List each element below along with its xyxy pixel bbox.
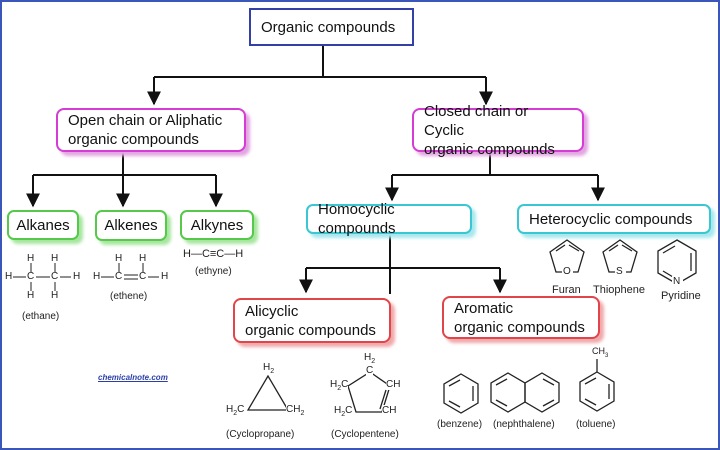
ethane-structure: H H H C C H H H	[5, 253, 85, 305]
thiophene-ring	[602, 239, 638, 278]
thiophene-caption: Thiophene	[593, 284, 645, 296]
cyclopentene-h2c-bottom: H2C	[334, 405, 353, 418]
ethene-h: H	[93, 271, 101, 282]
pyridine-structure: N	[652, 237, 702, 289]
open-chain-label: Open chain or Aliphatic organic compound…	[68, 112, 223, 148]
homocyclic-label: Homocyclic compounds	[318, 201, 396, 237]
cyclopropane-ring	[246, 374, 290, 411]
cyclopropane-ch2-top: H2	[263, 362, 274, 375]
homocyclic-node: Homocyclic compounds	[306, 201, 472, 237]
ethane-h: H	[51, 290, 59, 301]
naphthalene-structure	[490, 372, 560, 413]
ethane-h: H	[5, 271, 13, 282]
subscript: 2	[371, 358, 376, 365]
ethyne-formula: H—C≡C—H	[183, 248, 244, 260]
pyridine-nitrogen: N	[673, 276, 681, 287]
ethene-h: H	[161, 271, 169, 282]
ethane-c: C	[27, 271, 35, 282]
toluene-caption: (toluene)	[576, 419, 616, 430]
subscript: 2	[233, 410, 238, 417]
subscript: 2	[337, 385, 342, 392]
ethene-c: C	[139, 271, 147, 282]
alkynes-node: Alkynes	[180, 210, 254, 240]
naphthalene-caption: (nephthalene)	[493, 419, 555, 430]
cyclopropane-caption: (Cyclopropane)	[226, 429, 295, 440]
ethane-h: H	[27, 253, 35, 264]
ethane-h: H	[27, 290, 35, 301]
aromatic-node: Aromatic organic compounds	[442, 296, 600, 339]
h-symbol: H	[330, 379, 338, 390]
ethene-h: H	[115, 253, 123, 264]
subscript: 2	[341, 411, 346, 418]
subscript: 2	[270, 368, 275, 375]
cyclopentene-c-top: C	[366, 365, 374, 376]
ethene-caption: (ethene)	[110, 291, 148, 302]
alkanes-node: Alkanes	[7, 210, 79, 240]
thiophene-sulfur: S	[616, 266, 623, 277]
benzene-structure	[443, 373, 479, 414]
cyclopropane-ch2-right: CH2	[286, 404, 305, 417]
c-symbol: C	[345, 405, 353, 416]
h-symbol: H	[226, 404, 234, 415]
cyclopentene-ch-right: CH	[386, 379, 401, 390]
ethene-c: C	[115, 271, 123, 282]
toluene-structure: CH3	[575, 346, 625, 416]
furan-structure: O	[545, 236, 590, 282]
c-symbol: C	[237, 404, 245, 415]
thiophene-structure: S	[598, 236, 643, 282]
h-symbol: H	[334, 405, 342, 416]
root-node: Organic compounds	[249, 8, 414, 46]
ethene-structure: H H H C C H	[93, 253, 173, 291]
ethane-c: C	[51, 271, 59, 282]
cyclopentene-ch-bottom: CH	[382, 405, 397, 416]
open-chain-node: Open chain or Aliphatic organic compound…	[56, 108, 246, 152]
aromatic-label: Aromatic organic compounds	[454, 299, 585, 336]
alkenes-node: Alkenes	[95, 210, 167, 241]
alicyclic-node: Alicyclic organic compounds	[233, 298, 391, 343]
cyclopropane-h2c-left: H2C	[226, 404, 245, 417]
methyl-group: CH3	[592, 346, 608, 359]
closed-chain-node: Closed chain or Cyclic organic compounds	[412, 103, 584, 158]
cyclopentene-structure: H2 C H2C CH H2C CH	[326, 352, 416, 424]
ethane-bonds	[13, 263, 71, 291]
heterocyclic-label: Heterocyclic compounds	[529, 210, 693, 228]
c-symbol: C	[341, 379, 349, 390]
ethane-h: H	[73, 271, 81, 282]
furan-ring	[549, 239, 585, 278]
cyclopentene-ch2-top: H2	[364, 352, 375, 365]
ethane-h: H	[51, 253, 59, 264]
heterocyclic-node: Heterocyclic compounds	[517, 204, 711, 234]
pyridine-ring	[657, 239, 697, 288]
pyridine-caption: Pyridine	[661, 290, 701, 302]
h-symbol: H	[293, 404, 301, 415]
toluene-ring	[579, 359, 615, 412]
h-symbol: H	[263, 362, 271, 373]
subscript: 2	[300, 410, 305, 417]
alkanes-label: Alkanes	[16, 216, 70, 234]
root-label: Organic compounds	[261, 18, 396, 36]
ethene-h: H	[139, 253, 147, 264]
cyclopentene-caption: (Cyclopentene)	[331, 429, 399, 440]
alicyclic-label: Alicyclic organic compounds	[245, 302, 376, 339]
h-symbol: H	[364, 352, 372, 363]
ethene-bonds	[101, 263, 159, 280]
watermark: chemicalnote.com	[98, 373, 168, 382]
furan-caption: Furan	[552, 284, 581, 296]
ethane-caption: (ethane)	[22, 311, 60, 322]
alkenes-label: Alkenes	[104, 217, 158, 234]
furan-oxygen: O	[563, 266, 571, 277]
cyclopropane-structure: H2 H2C CH2	[224, 360, 314, 424]
closed-chain-label: Closed chain or Cyclic organic compounds	[424, 102, 555, 158]
alkynes-label: Alkynes	[190, 216, 244, 234]
ethyne-caption: (ethyne)	[195, 266, 232, 277]
benzene-caption: (benzene)	[437, 419, 483, 430]
ch-symbol: CH	[592, 346, 605, 356]
c-symbol: C	[286, 404, 294, 415]
subscript: 3	[605, 352, 609, 359]
cyclopentene-h2c-left: H2C	[330, 379, 349, 392]
